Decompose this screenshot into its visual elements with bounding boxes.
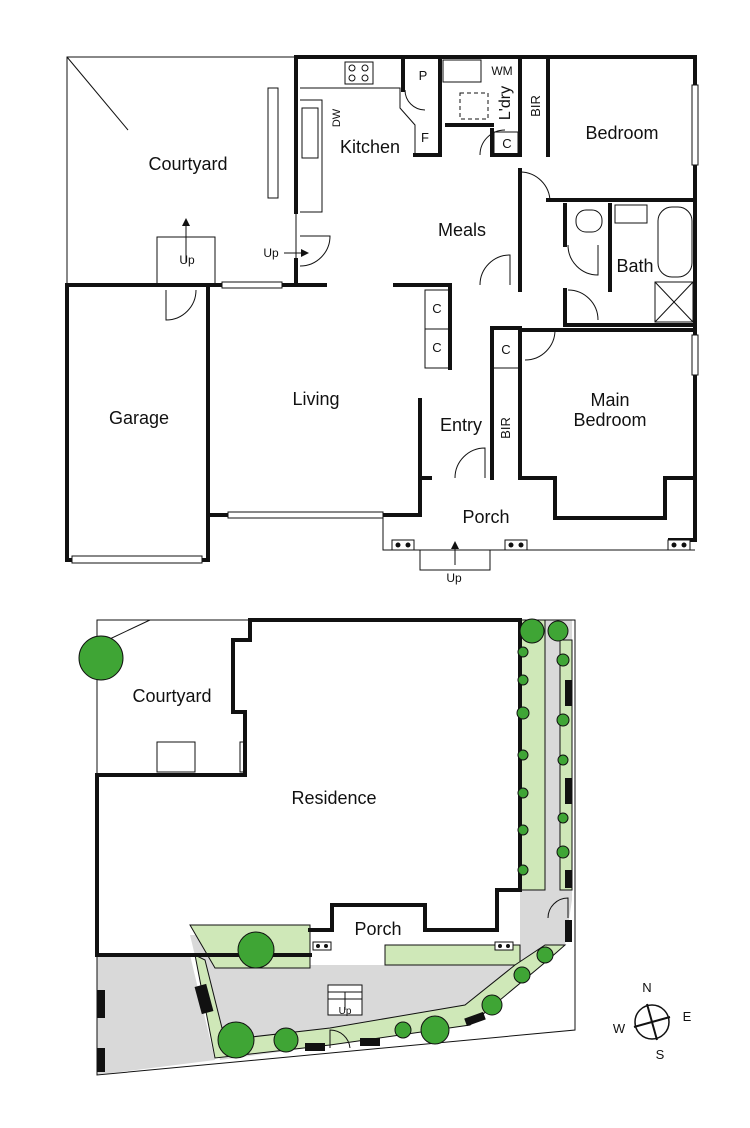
label-bath: Bath [616,256,653,276]
label-bedroom: Bedroom [585,123,658,143]
site-plan: Courtyard Residence Porch Up [78,618,576,1076]
label-laundry: L'dry [497,86,514,120]
compass-east: E [683,1009,692,1024]
label-meals: Meals [438,220,486,240]
site-label-residence: Residence [291,788,376,808]
label-cupboard-3: C [501,342,510,357]
label-fridge: F [421,130,429,145]
label-porch: Porch [462,507,509,527]
label-garage: Garage [109,408,169,428]
compass-west: W [613,1021,626,1036]
label-bir-main: BIR [498,417,513,439]
label-courtyard: Courtyard [148,154,227,174]
label-up-kitchen: Up [263,246,279,260]
label-main-bedroom-line1: Main [590,390,629,410]
label-dishwasher: DW [331,108,343,127]
compass-icon: N E S W [613,980,692,1062]
site-label-up: Up [339,1006,352,1017]
label-kitchen: Kitchen [340,137,400,157]
floor-plan: Courtyard Kitchen Meals Bedroom Bath Liv… [65,55,699,585]
compass-south: S [656,1047,665,1062]
site-label-porch: Porch [354,919,401,939]
label-up-courtyard: Up [179,253,195,267]
label-washing-machine: WM [491,64,512,78]
compass-north: N [642,980,651,995]
label-cupboard-2: C [432,340,441,355]
label-entry: Entry [440,415,482,435]
label-pantry: P [419,68,428,83]
label-living: Living [292,389,339,409]
label-bir: BIR [528,95,543,117]
label-up-porch: Up [446,571,462,585]
label-cupboard-1: C [432,301,441,316]
site-label-courtyard: Courtyard [132,686,211,706]
label-cupboard-laundry: C [502,136,511,151]
label-main-bedroom-line2: Bedroom [573,410,646,430]
